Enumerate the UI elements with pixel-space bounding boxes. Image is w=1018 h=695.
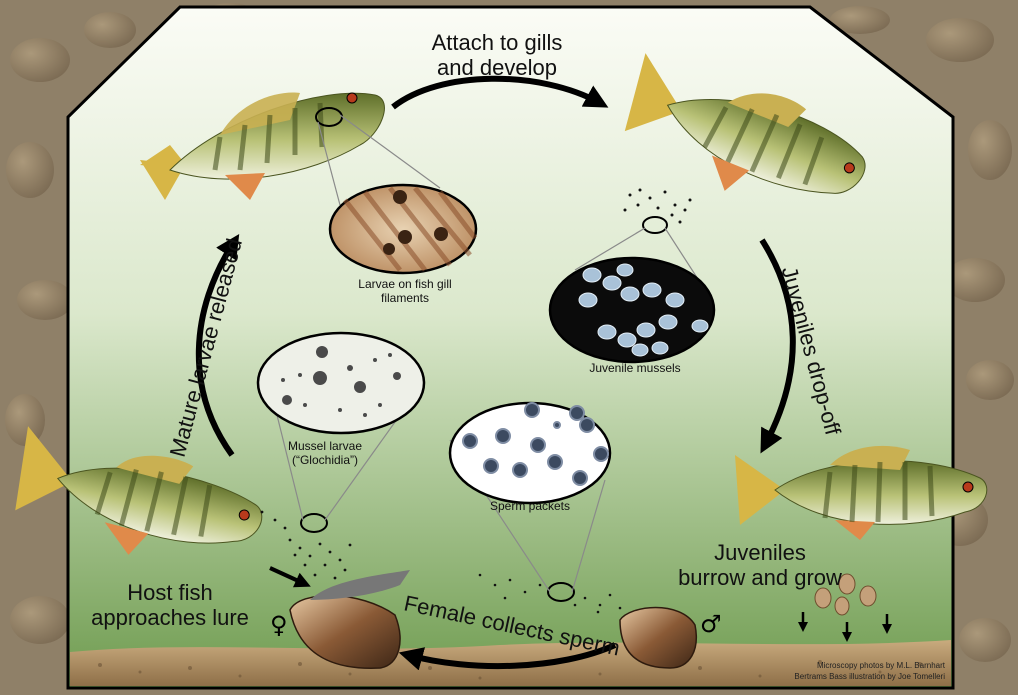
sperm-cloud [478,573,622,614]
larvae-cloud [260,510,357,587]
inset-juvenile-mussels [548,256,716,364]
cycle-arrows [195,75,796,671]
inset-juvenile-mussels-caption: Juvenile mussels [589,361,681,375]
credit-line-1: Microscopy photos by M.L. Barnhart [816,661,945,670]
inset-mussel-larvae-caption: Mussel larvae (“Glochidia”) [287,439,363,467]
arrow-attach [391,75,609,110]
bass-fish-top-left [140,92,385,200]
step-host-approaches-label: Host fish approaches lure [91,580,249,631]
larvae-marker-circle [300,513,328,533]
arrow-drop-off [759,238,796,454]
bass-fish-bottom-right [735,445,988,540]
arrow-host-approach [269,566,311,588]
male-mussel [619,606,697,669]
credit-line-2: Bertrams Bass illustration by Joe Tomell… [794,672,945,681]
juvenile-marker-circle [642,216,668,234]
female-symbol: ♀ [270,611,288,639]
arrow-released [195,233,240,457]
bass-fish-host [15,426,263,555]
burrow-arrows [798,612,892,642]
arrow-collects [398,642,617,671]
step-attach-label: Attach to gills and develop [431,30,563,81]
juvenile-mussels-burrowing [814,573,877,616]
female-mussel [289,570,410,669]
sperm-marker-circle [547,582,575,602]
inset-sperm-packets [448,401,612,505]
pebbles [5,3,1014,662]
inset-gill-larvae-caption: Larvae on fish gill filaments [358,277,452,305]
inset-mussel-larvae [256,331,426,435]
inset-gill-larvae [328,183,478,275]
bass-fish-top-right [624,53,866,194]
juvenile-dots [623,188,692,224]
inset-sperm-packets-caption: Sperm packets [489,499,571,513]
male-symbol: ♂ [700,610,722,638]
step-burrow-label: Juveniles burrow and grow [678,540,842,591]
lure-flap [310,570,410,600]
